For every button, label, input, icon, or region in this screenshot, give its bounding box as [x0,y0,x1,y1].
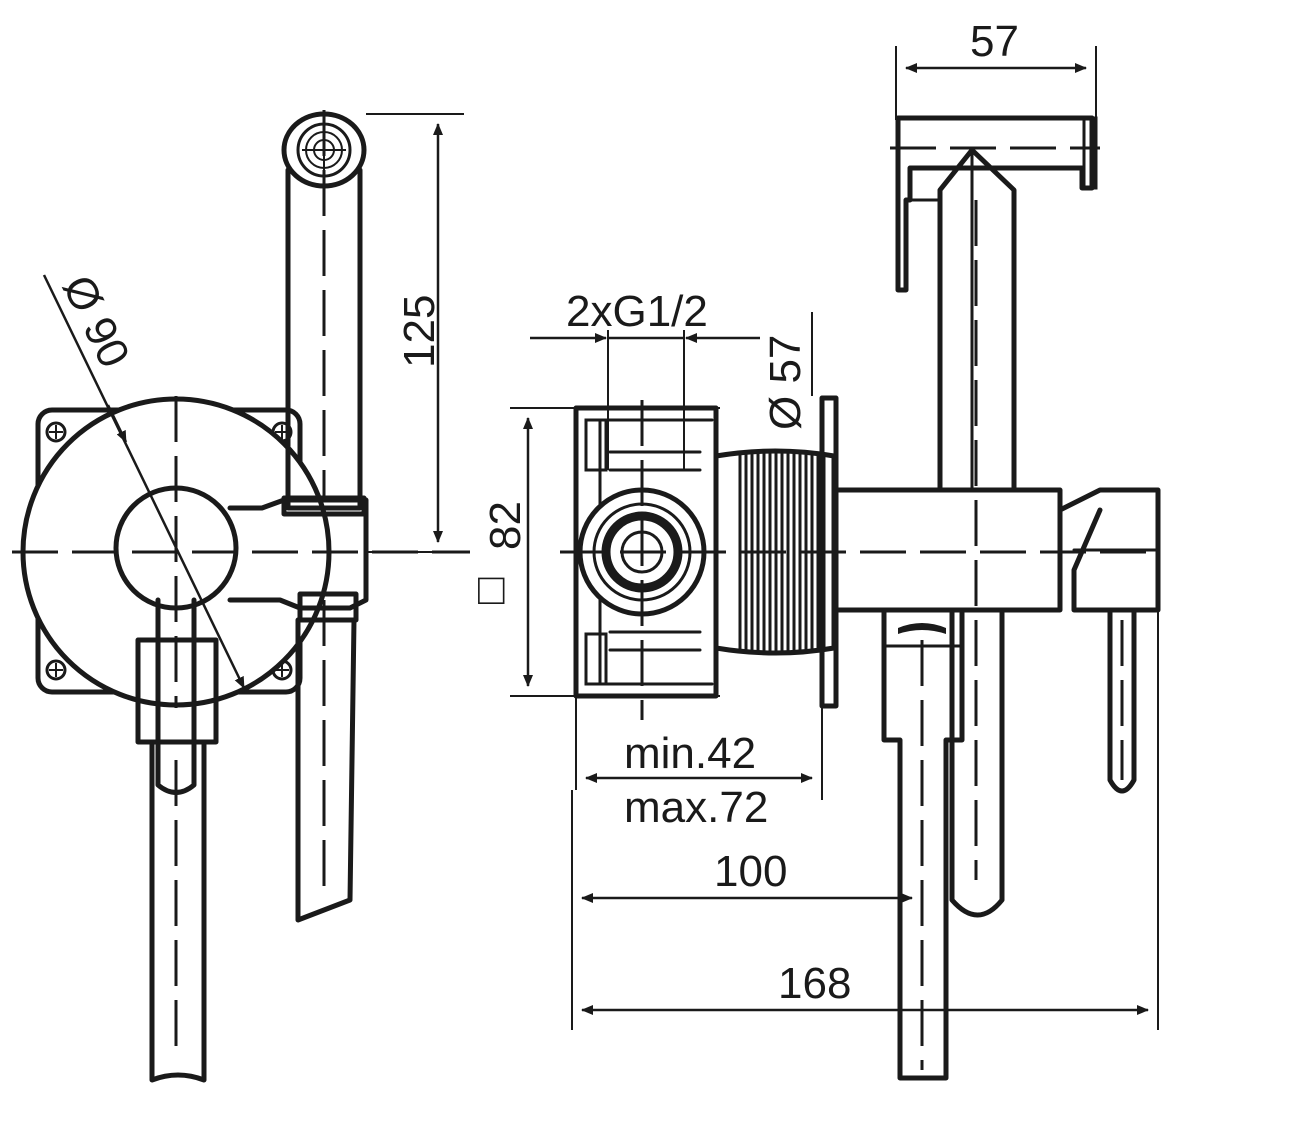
top-width-label: 57 [970,17,1019,66]
holder-arm [227,497,369,611]
front-view: Ø 90 125 [12,110,470,1083]
pipe-lower-right [1107,607,1137,794]
pipe-lower-left [881,607,965,1081]
box-size-label: 82 [481,501,530,550]
horizontal-arm [833,487,1063,613]
hose-right [295,617,357,923]
rosette-diameter-label: Ø 57 [761,335,810,430]
hose-left [149,739,207,1083]
min-depth-label: min.42 [624,729,756,778]
pipe-lower-middle [949,607,1005,918]
handshower-height-label: 125 [395,295,444,368]
top-plate [895,115,1095,293]
square-symbol: □ [478,565,505,614]
outlet-distance-label: 100 [714,847,787,896]
max-depth-label: max.72 [624,783,768,832]
connections-label: 2xG1/2 [566,287,708,336]
overall-length-label: 168 [778,959,851,1008]
lever-tip [898,623,946,634]
side-view: 82 □ [478,17,1161,1081]
end-cap [1057,487,1161,613]
